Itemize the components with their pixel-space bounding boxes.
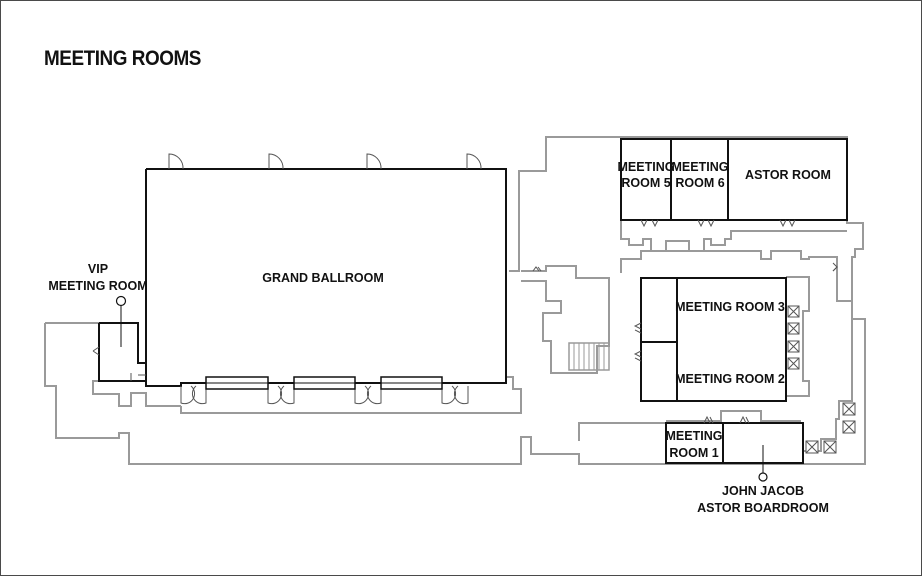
east-service-wall [786,276,810,397]
storage-crates [787,305,856,454]
grand-ballroom-label: GRAND BALLROOM [262,271,384,285]
boardroom-label-line1: JOHN JACOB [722,484,804,498]
meeting-room-5-label-line2: ROOM 5 [621,176,670,190]
meeting-room-5-label-line1: MEETING [618,160,675,174]
vip-room-label-line2: MEETING ROOM [48,279,147,293]
astor-room-label: ASTOR ROOM [745,168,831,182]
meeting-room-1-doors [703,415,750,424]
south-corridor-wall [180,376,522,414]
boardroom-location-pin [758,445,768,482]
east-corridor-wall [620,250,852,302]
ballroom-service-counters [205,376,443,390]
ballroom-north-doors [168,153,482,170]
meeting-room-6-label-line1: MEETING [672,160,729,174]
stair-core-outline [521,265,610,374]
north-rooms-doors [640,219,796,228]
east-lift-shaft [803,319,853,452]
meeting-room-3-label: MEETING ROOM 3 [675,300,785,314]
vip-room-label-line1: VIP [88,262,108,276]
meeting-room-1-block [665,422,804,464]
building-outline [44,136,866,465]
vip-location-pin [115,295,127,347]
corridor-doors [532,262,838,272]
meeting-rooms-2-3-block [640,277,787,402]
west-wing-outline [45,322,181,407]
vip-room-walls [98,322,147,382]
meeting-room-1-label-line1: MEETING [666,429,723,443]
page-title: MEETING ROOMS [44,47,201,70]
meeting-room-2-label: MEETING ROOM 2 [675,372,785,386]
stairs-icon [568,342,610,371]
grand-ballroom-walls [145,168,507,387]
north-service-corridor [620,220,847,252]
south-east-corridor [578,410,801,441]
boardroom-label-line2: ASTOR BOARDROOM [697,501,829,515]
meeting-room-1-label-line2: ROOM 1 [669,446,718,460]
ballroom-south-doors [180,385,469,405]
astor-room-walls [727,138,848,221]
meeting-room-6-label-line2: ROOM 6 [675,176,724,190]
vip-room-doors [92,346,146,381]
meeting-rooms-2-3-doors [633,322,642,362]
